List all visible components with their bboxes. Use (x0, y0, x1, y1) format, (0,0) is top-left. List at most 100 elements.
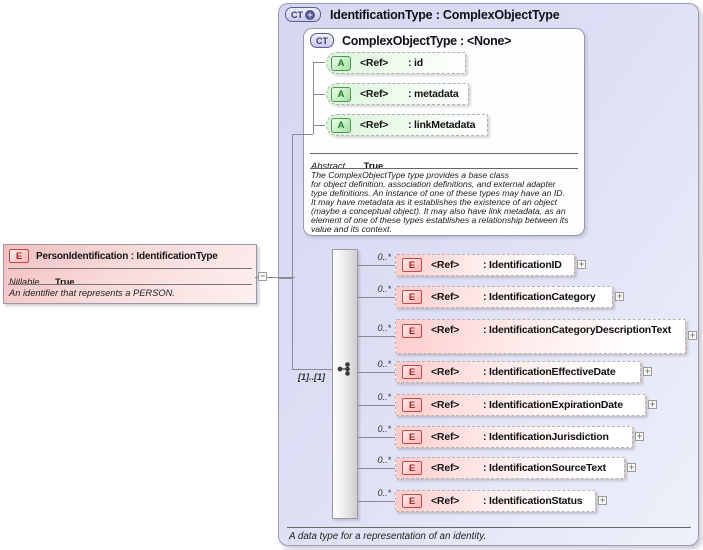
connector-line (358, 405, 395, 406)
connector-line (313, 125, 325, 126)
attribute-badge: A (331, 86, 351, 102)
element-name: : IdentificationStatus (483, 495, 583, 507)
connector-line (358, 336, 395, 337)
expand-button[interactable]: + (688, 330, 697, 340)
connector-trunk (292, 134, 293, 369)
base-box-title: ComplexObjectType : <None> (342, 33, 512, 48)
nillable-value: True (54, 277, 75, 287)
divider (310, 153, 578, 154)
ct-badge-label: CT (291, 9, 303, 20)
element-badge: E (9, 249, 29, 263)
ref-keyword: <Ref> (431, 366, 460, 378)
nillable-label: Nillable (9, 277, 40, 287)
cardinality-label: 0..* (377, 392, 391, 402)
person-identification-element-box[interactable]: E PersonIdentification : IdentificationT… (3, 244, 257, 304)
annotation-line: type definitions. An instance of one of … (311, 188, 565, 198)
element-badge: E (402, 365, 422, 379)
ref-keyword: <Ref> (431, 495, 460, 507)
ref-keyword: <Ref> (431, 259, 460, 271)
sequence-icon (337, 362, 350, 376)
attribute-ref-linkMetadata[interactable]: A <Ref> : linkMetadata (326, 114, 488, 136)
divider (310, 168, 578, 169)
connector-line (358, 437, 395, 438)
divider (8, 284, 252, 285)
ref-keyword: <Ref> (431, 399, 460, 411)
connector-line (313, 94, 325, 95)
expand-button[interactable]: + (598, 495, 607, 505)
element-name: : IdentificationJurisdiction (483, 431, 609, 443)
element-ref-IdentificationJurisdiction[interactable]: E <Ref> : IdentificationJurisdiction (395, 426, 633, 448)
attribute-ref-id[interactable]: A <Ref> : id (326, 52, 466, 74)
expand-button[interactable]: + (635, 431, 644, 441)
collapse-button[interactable]: − (258, 271, 267, 281)
element-badge: E (402, 290, 422, 304)
person-box-header: E PersonIdentification : IdentificationT… (9, 249, 218, 263)
abstract-value: True (363, 161, 384, 171)
attribute-name: : id (408, 57, 423, 69)
annotation-line: The ComplexObjectType type provides a ba… (311, 170, 510, 180)
cardinality-label: 0..* (377, 424, 391, 434)
divider (8, 268, 252, 269)
element-ref-IdentificationStatus[interactable]: E <Ref> : IdentificationStatus (395, 490, 596, 512)
element-ref-IdentificationExpirationDate[interactable]: E <Ref> : IdentificationExpirationDate (395, 394, 646, 416)
ref-keyword: <Ref> (431, 462, 460, 474)
element-name: : IdentificationCategory (483, 291, 596, 303)
divider (287, 527, 691, 528)
base-annotation: The ComplexObjectType type provides a ba… (311, 171, 569, 234)
element-ref-IdentificationEffectiveDate[interactable]: E <Ref> : IdentificationEffectiveDate (395, 361, 641, 383)
element-name: : IdentificationExpirationDate (483, 399, 623, 411)
expand-button[interactable]: + (643, 366, 652, 376)
element-badge: E (402, 461, 422, 475)
connector-line (313, 62, 325, 63)
attribute-name: : metadata (408, 88, 459, 100)
expand-button[interactable]: + (627, 462, 636, 472)
cardinality-label: 0..* (377, 252, 391, 262)
element-badge: E (402, 258, 422, 272)
connector-line (358, 265, 395, 266)
ref-keyword: <Ref> (431, 291, 460, 303)
element-name: : IdentificationID (483, 259, 562, 271)
sequence-cardinality: [1]..[1] (298, 372, 325, 382)
connector-line (358, 372, 395, 373)
cardinality-label: 0..* (377, 455, 391, 465)
connector-line (358, 468, 395, 469)
element-badge: E (402, 430, 422, 444)
element-ref-IdentificationID[interactable]: E <Ref> : IdentificationID (395, 254, 575, 276)
type-box-header: CT + IdentificationType : ComplexObjectT… (285, 7, 560, 22)
expand-button[interactable]: + (577, 259, 586, 269)
element-ref-IdentificationCategoryDescriptionText[interactable]: E <Ref> : IdentificationCategoryDescript… (395, 319, 686, 354)
element-name: : IdentificationEffectiveDate (483, 366, 616, 378)
person-annotation: An identifier that represents a PERSON. (9, 288, 175, 298)
type-box-title: IdentificationType : ComplexObjectType (330, 7, 560, 22)
connector-line (292, 134, 313, 135)
ref-keyword: <Ref> (360, 57, 389, 69)
connector-line (358, 297, 395, 298)
complex-type-badge[interactable]: CT + (285, 7, 321, 22)
expand-button[interactable]: + (648, 399, 657, 409)
element-ref-IdentificationSourceText[interactable]: E <Ref> : IdentificationSourceText (395, 457, 625, 479)
attribute-badge: A (331, 117, 351, 133)
sequence-compositor-bar[interactable] (332, 249, 358, 519)
ref-keyword: <Ref> (431, 324, 460, 336)
element-ref-IdentificationCategory[interactable]: E <Ref> : IdentificationCategory (395, 286, 613, 308)
expand-button[interactable]: + (615, 291, 624, 301)
element-name: : IdentificationSourceText (483, 462, 606, 474)
element-badge: E (402, 494, 422, 508)
annotation-line: (maybe a conceptual object). It may also… (311, 206, 566, 216)
person-box-title: PersonIdentification : IdentificationTyp… (36, 250, 218, 262)
attribute-ref-metadata[interactable]: A <Ref> : metadata (326, 83, 469, 105)
cardinality-label: 0..* (377, 488, 391, 498)
ct-expand-icon[interactable]: + (305, 9, 315, 20)
ref-keyword: <Ref> (360, 119, 389, 131)
connector-line (358, 501, 395, 502)
cardinality-label: 0..* (377, 284, 391, 294)
connector-line (313, 62, 314, 134)
base-type-box: CT ComplexObjectType : <None> A <Ref> : … (303, 28, 585, 236)
connector-line (292, 369, 332, 370)
element-name: : IdentificationCategoryDescriptionText (483, 324, 672, 336)
base-box-header: CT ComplexObjectType : <None> (310, 33, 511, 48)
cardinality-label: 0..* (377, 323, 391, 333)
type-annotation: A data type for a representation of an i… (289, 531, 487, 542)
ref-keyword: <Ref> (431, 431, 460, 443)
